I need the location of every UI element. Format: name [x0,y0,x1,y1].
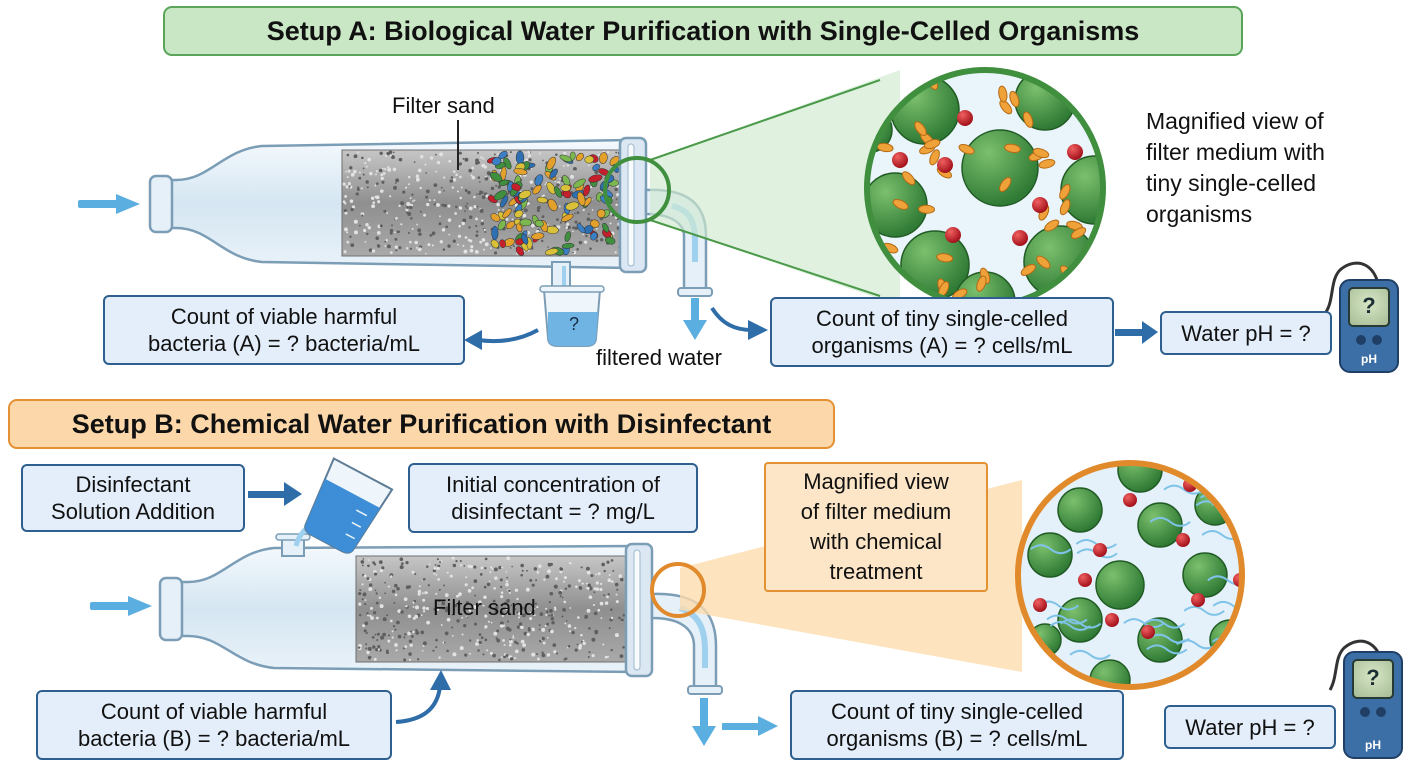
magnified-view-b-text: Magnified view of filter medium with che… [800,469,952,584]
ph-b-text: Water pH = ? [1185,714,1315,740]
filtered-water-label: filtered water [596,345,722,370]
initial-concentration-box: Initial concentration of disinfectant = … [408,463,698,533]
organisms-count-b-box: Count of tiny single-celled organisms (B… [790,690,1124,760]
filter-sand-label-a: Filter sand [392,93,495,118]
beaker-value: ? [568,314,579,334]
setup-b-apparatus [90,457,778,746]
organisms-count-a-box: Count of tiny single-celled organisms (A… [770,297,1114,367]
ph-meter-a-icon [1324,261,1399,373]
magnified-view-label-a: Magnified view of filter medium with tin… [1146,108,1325,227]
magnified-view-b-box: Magnified view of filter medium with che… [764,462,988,592]
meter-b-unit: pH [1365,738,1381,752]
disinfectant-addition-box: Disinfectant Solution Addition [21,464,245,532]
bacteria-count-b-box: Count of viable harmful bacteria (B) = ?… [36,690,392,760]
meter-a-unit: pH [1361,352,1377,366]
pouring-beaker-icon [304,457,394,554]
bacteria-count-a-text: Count of viable harmful bacteria (A) = ?… [147,304,421,356]
setup-a-title: Setup A: Biological Water Purification w… [163,6,1243,56]
disinfectant-addition-text: Disinfectant Solution Addition [51,472,215,524]
ph-a-box: Water pH = ? [1160,311,1332,355]
meter-b-display: ? [1366,665,1380,690]
ph-a-text: Water pH = ? [1181,320,1311,346]
organisms-count-b-text: Count of tiny single-celled organisms (B… [826,699,1088,751]
filter-media-beads [486,150,620,256]
magnifier-a [603,67,1106,309]
sample-beaker [539,285,605,347]
organisms-count-a-text: Count of tiny single-celled organisms (A… [811,306,1073,358]
filter-sand [355,555,629,663]
filter-sand-label-b: Filter sand [433,595,536,620]
filtered-water-arrow-icon [683,298,707,340]
setup-a-apparatus [78,120,1158,350]
initial-concentration-text: Initial concentration of disinfectant = … [445,472,661,524]
meter-a-display: ? [1362,293,1376,318]
ph-b-box: Water pH = ? [1164,705,1336,749]
bacteria-count-b-text: Count of viable harmful bacteria (B) = ?… [77,699,351,751]
setup-b-title: Setup B: Chemical Water Purification wit… [8,399,835,449]
sand-texture [357,556,626,662]
ph-meter-b-icon [1328,639,1403,759]
bacteria-count-a-box: Count of viable harmful bacteria (A) = ?… [103,295,465,365]
filtered-water-arrow-icon [692,698,778,746]
